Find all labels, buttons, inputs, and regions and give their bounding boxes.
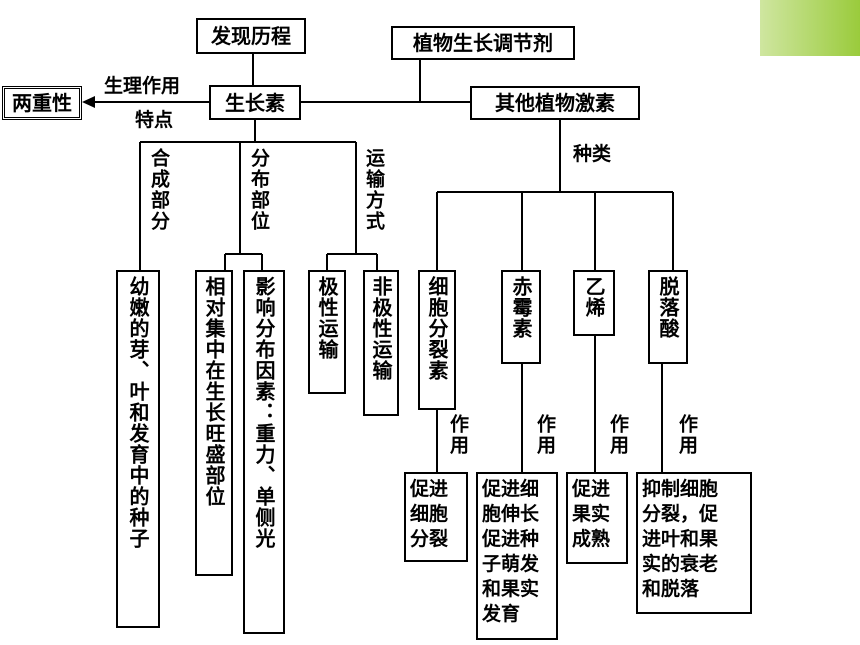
aba-text: 脱落酸 bbox=[656, 276, 680, 339]
aba-effect-box: 抑制细胞 分裂，促 进叶和果 实的衰老 和脱落 bbox=[636, 472, 752, 614]
aba-box: 脱落酸 bbox=[648, 270, 688, 364]
effect-line: 发育 bbox=[482, 603, 521, 625]
effect-line: 成熟 bbox=[572, 528, 611, 550]
effect-line: 进叶和果 bbox=[642, 528, 719, 550]
two-sides-text: 两重性 bbox=[12, 91, 72, 115]
gibberellin-role-label: 作用 bbox=[534, 414, 556, 456]
cytokinin-effect-box: 促进 细胞 分裂 bbox=[404, 472, 468, 562]
nonpolar-transport-box: 非极性运输 bbox=[363, 270, 399, 416]
concentrated-text: 相对集中在生长旺盛部位 bbox=[202, 276, 226, 507]
synthesis-site-label: 合成部分 bbox=[148, 148, 170, 232]
other-hormones-box: 其他植物激素 bbox=[470, 86, 640, 120]
transport-label: 运输方式 bbox=[363, 148, 385, 232]
two-sides-box: 两重性 bbox=[2, 86, 82, 120]
polar-transport-box: 极性运输 bbox=[308, 270, 346, 394]
ethylene-text: 乙烯 bbox=[582, 276, 606, 318]
gibberellin-box: 赤霉素 bbox=[501, 270, 541, 364]
effect-line: 实的衰老 bbox=[642, 553, 719, 575]
gibberellin-text: 赤霉素 bbox=[509, 276, 533, 339]
aba-role-label: 作用 bbox=[676, 414, 698, 456]
factors-text: 影响分布因素：重力、单侧光 bbox=[252, 276, 276, 549]
cytokinin-text: 细胞分裂素 bbox=[425, 276, 449, 381]
effect-line: 分裂，促 bbox=[642, 503, 719, 525]
regulators-box: 植物生长调节剂 bbox=[391, 26, 575, 60]
concentrated-box: 相对集中在生长旺盛部位 bbox=[195, 270, 233, 576]
effect-line: 促进细 bbox=[482, 478, 540, 500]
discovery-box: 发现历程 bbox=[196, 18, 306, 54]
ethylene-effect-box: 促进 果实 成熟 bbox=[566, 472, 628, 564]
corner-decoration bbox=[760, 0, 860, 56]
effect-line: 促进种 bbox=[482, 528, 540, 550]
discovery-text: 发现历程 bbox=[211, 24, 291, 48]
cytokinin-role-label: 作用 bbox=[447, 414, 469, 456]
factors-box: 影响分布因素：重力、单侧光 bbox=[243, 270, 285, 634]
polar-transport-text: 极性运输 bbox=[315, 276, 339, 360]
synthesis-site-text: 幼嫩的芽、叶和发育中的种子 bbox=[126, 276, 150, 549]
feature-label: 特点 bbox=[135, 109, 174, 131]
nonpolar-transport-text: 非极性运输 bbox=[369, 276, 393, 381]
effect-line: 抑制细胞 bbox=[642, 478, 719, 500]
auxin-text: 生长素 bbox=[225, 90, 285, 115]
ethylene-role-label: 作用 bbox=[607, 414, 629, 456]
effect-line: 分裂 bbox=[410, 528, 449, 550]
auxin-box: 生长素 bbox=[209, 85, 301, 120]
other-hormones-text: 其他植物激素 bbox=[495, 91, 615, 115]
physiology-label: 生理作用 bbox=[104, 75, 181, 97]
regulators-text: 植物生长调节剂 bbox=[413, 31, 553, 55]
effect-line: 子萌发 bbox=[482, 553, 540, 575]
distribution-label: 分布部位 bbox=[248, 148, 270, 232]
gibberellin-effect-box: 促进细 胞伸长 促进种 子萌发 和果实 发育 bbox=[476, 472, 558, 640]
effect-line: 和脱落 bbox=[642, 578, 700, 600]
effect-line: 果实 bbox=[572, 503, 611, 525]
effect-line: 和果实 bbox=[482, 578, 540, 600]
cytokinin-box: 细胞分裂素 bbox=[418, 270, 456, 410]
effect-line: 促进 bbox=[572, 478, 611, 500]
effect-line: 促进 bbox=[410, 478, 449, 500]
ethylene-box: 乙烯 bbox=[573, 270, 615, 336]
effect-line: 胞伸长 bbox=[482, 503, 540, 525]
kinds-label: 种类 bbox=[573, 143, 612, 165]
effect-line: 细胞 bbox=[410, 503, 449, 525]
synthesis-site-box: 幼嫩的芽、叶和发育中的种子 bbox=[116, 270, 160, 628]
